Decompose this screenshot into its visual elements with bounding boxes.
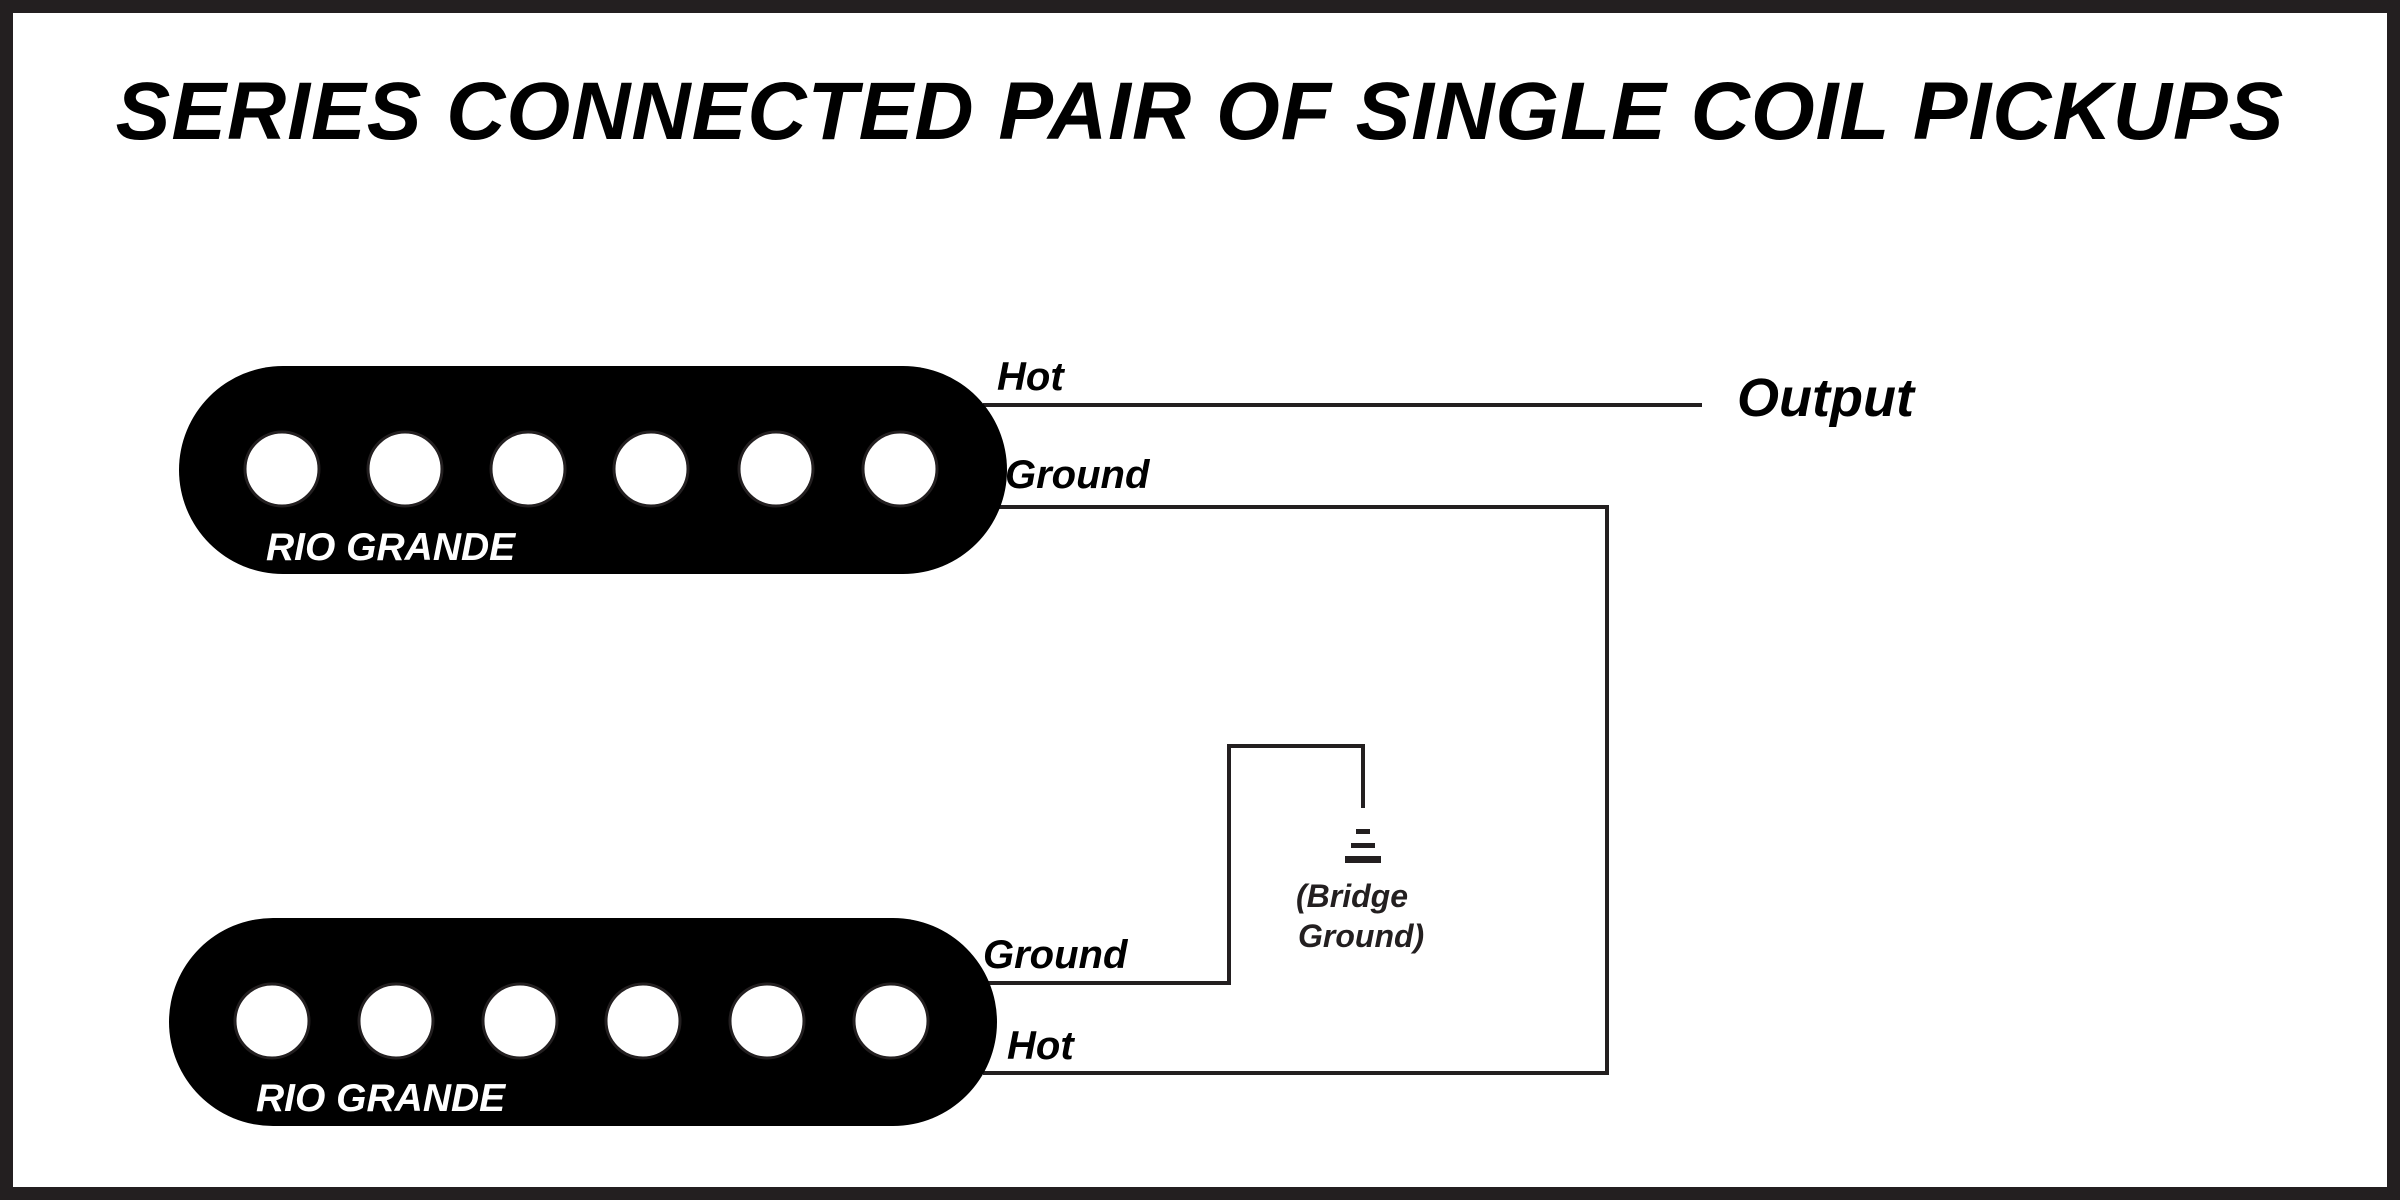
wire-label-ground: Ground [1005, 453, 1151, 497]
wire-label-ground: Ground [983, 933, 1129, 977]
wires [983, 403, 1702, 1075]
output-label: Output [1737, 368, 1916, 428]
pole-piece [481, 982, 559, 1060]
pickup-bridge: RIO GRANDE Ground Hot [169, 918, 1129, 1126]
pickup-brand-label: RIO GRANDE [266, 526, 516, 569]
pole-piece [233, 982, 311, 1060]
series-link-wire [983, 505, 1609, 1075]
pole-piece [612, 430, 690, 508]
pole-piece [861, 430, 939, 508]
bridge-ground-label-line1: (Bridge [1296, 878, 1408, 914]
wire-label-hot: Hot [1007, 1024, 1075, 1068]
pickup-body [179, 366, 1007, 574]
pole-piece [852, 982, 930, 1060]
bridge-ground-wire [983, 744, 1365, 985]
pickup-body [169, 918, 997, 1126]
pole-piece [366, 430, 444, 508]
diagram-title: SERIES CONNECTED PAIR OF SINGLE COIL PIC… [115, 66, 2285, 157]
pole-piece [737, 430, 815, 508]
pole-piece [728, 982, 806, 1060]
wire-label-hot: Hot [997, 355, 1065, 399]
ground-symbol-icon [1345, 829, 1381, 863]
pole-piece [357, 982, 435, 1060]
pole-piece [489, 430, 567, 508]
bridge-ground-label-line2: Ground) [1298, 918, 1424, 954]
pickup-neck: RIO GRANDE Hot Ground [179, 355, 1151, 574]
pole-piece [604, 982, 682, 1060]
pole-pieces [233, 982, 930, 1060]
pole-pieces [243, 430, 939, 508]
pole-piece [243, 430, 321, 508]
pickup-brand-label: RIO GRANDE [256, 1077, 506, 1120]
